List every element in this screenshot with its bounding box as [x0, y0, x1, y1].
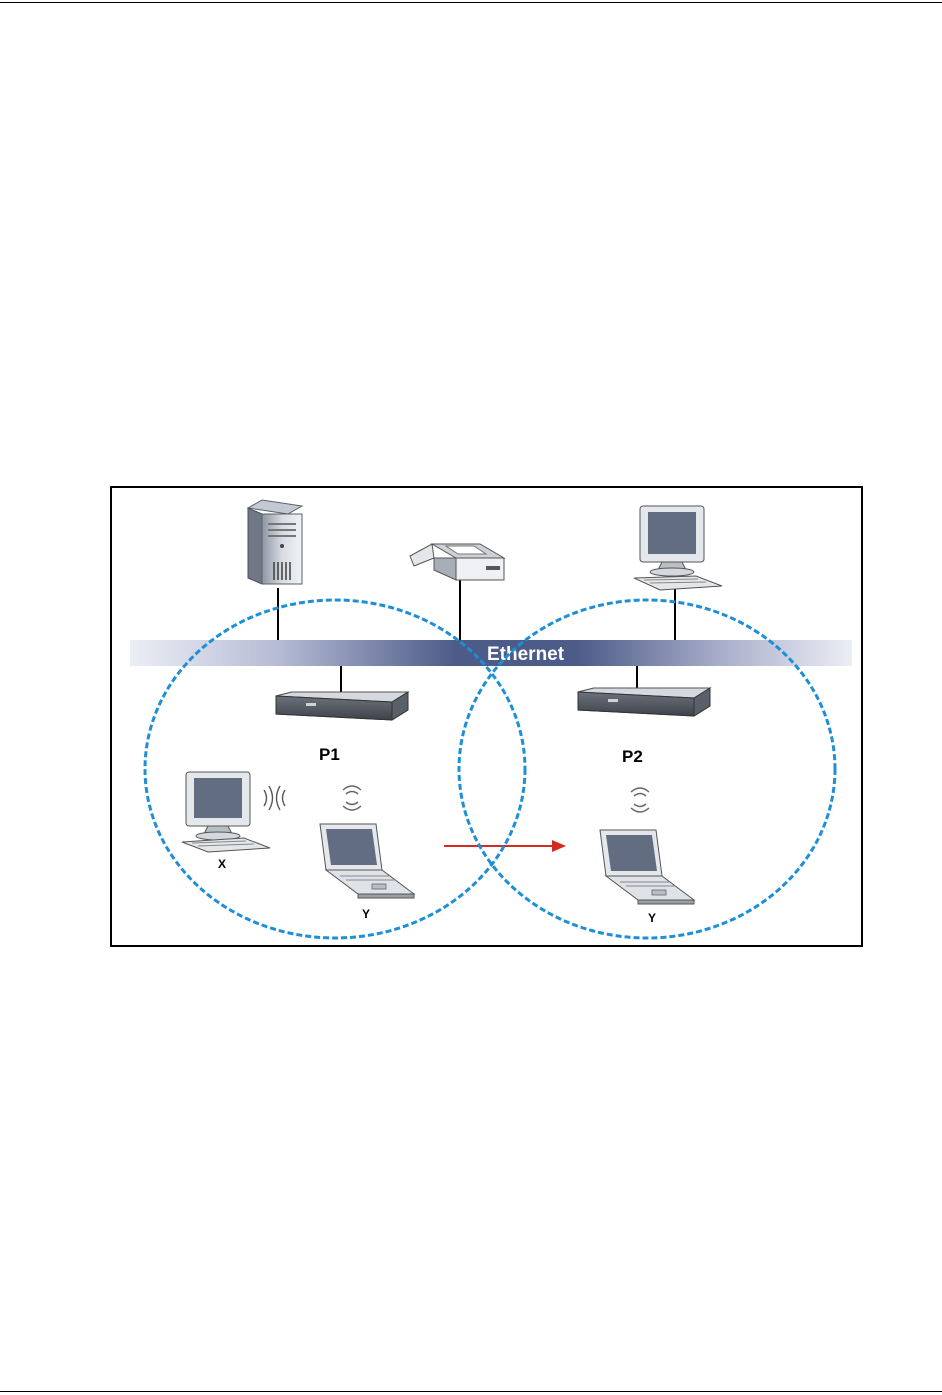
access-point-label-p1: P1 — [319, 745, 340, 764]
desktop-computer-icon — [634, 506, 722, 590]
network-cables — [278, 574, 675, 696]
access-point-icon — [276, 692, 408, 720]
laptop-icon — [600, 830, 694, 904]
wireless-signal-icon — [343, 786, 361, 810]
client-label-x: X — [218, 857, 226, 871]
server-tower-icon — [248, 500, 302, 584]
client-label-y-start: Y — [362, 907, 370, 921]
roaming-diagram: Ethernet — [112, 488, 861, 945]
roaming-figure: Ethernet — [110, 486, 863, 947]
wireless-signal-icon — [264, 786, 285, 810]
printer-icon — [410, 544, 504, 580]
access-point-icon — [578, 688, 710, 716]
desktop-computer-icon — [182, 772, 270, 852]
wireless-signal-icon — [631, 788, 649, 812]
access-point-label-p2: P2 — [622, 747, 643, 766]
laptop-icon — [320, 824, 414, 898]
ethernet-backbone: Ethernet — [130, 640, 852, 666]
client-label-y-end: Y — [648, 911, 656, 925]
ethernet-label: Ethernet — [487, 644, 565, 665]
page-bottom-rule — [0, 1391, 942, 1392]
page-top-rule — [0, 2, 942, 3]
